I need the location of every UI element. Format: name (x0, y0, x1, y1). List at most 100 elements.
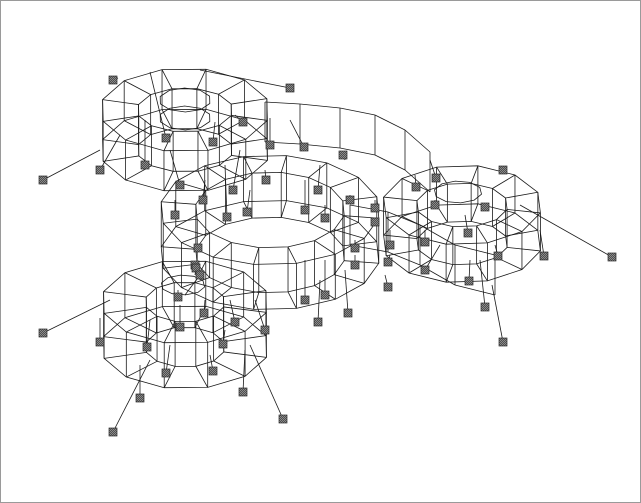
top-left-ring-spoke (219, 125, 246, 140)
right-ring-spoke (476, 225, 488, 244)
top-left-ring-spoke (161, 69, 173, 90)
support-node-icon (313, 317, 323, 327)
support-node-icon (208, 137, 218, 147)
support-node-icon (338, 150, 348, 160)
support-node-icon (228, 185, 238, 195)
support-node-icon (383, 282, 393, 292)
support-leg (317, 279, 321, 323)
bottom-left-ring-spoke (223, 335, 266, 342)
right-ring-spoke (505, 229, 538, 237)
bottom-left-ring-spoke (126, 360, 158, 378)
support-node-icon (278, 414, 288, 424)
center-ring-bottom-outer (160, 200, 380, 310)
support-node-icon (95, 165, 105, 175)
support-node-icon (161, 368, 171, 378)
right-ring-spoke (492, 174, 516, 189)
top-left-ring-core (159, 87, 211, 113)
right-ring-spoke (386, 249, 419, 257)
bottom-left-ring-bottom-outer (103, 305, 267, 389)
upper-bridge-bottom (374, 154, 406, 171)
upper-bridge-top (264, 101, 301, 105)
right-ring-spoke (383, 234, 417, 240)
center-ring-spoke (243, 156, 253, 174)
bottom-left-ring-spoke (103, 336, 147, 343)
bottom-left-ring-spoke (104, 352, 147, 359)
support-node-icon (343, 308, 353, 318)
bottom-left-ring-top-outer (103, 260, 267, 344)
lower-connector (454, 244, 496, 256)
support-node-icon (193, 243, 203, 253)
support-nodes (38, 75, 617, 437)
support-node-icon (350, 243, 360, 253)
support-node-icon (370, 217, 380, 227)
support-node-icon (411, 182, 421, 192)
support-node-icon (199, 308, 209, 318)
support-node-icon (170, 210, 180, 220)
support-node-icon (265, 140, 275, 150)
center-ring-spoke (342, 241, 377, 247)
support-node-icon (480, 202, 490, 212)
support-leg (169, 149, 181, 186)
center-ring-bottom-inner (195, 216, 345, 294)
bottom-left-ring-spoke (195, 321, 209, 343)
support-node-icon (464, 276, 474, 286)
support-node-icon (38, 175, 48, 185)
support-leg (254, 299, 266, 331)
center-ring-spoke (334, 229, 365, 239)
right-ring-spoke (445, 226, 454, 245)
right-ring-spoke (507, 246, 541, 252)
support-node-icon (108, 427, 118, 437)
right-ring-spoke (383, 196, 417, 202)
support-node-icon (607, 252, 617, 262)
support-node-icon (161, 133, 171, 143)
support-node-icon (261, 175, 271, 185)
center-ring-spoke (308, 162, 328, 178)
top-left-ring-spoke (197, 170, 209, 191)
support-leg (199, 69, 291, 89)
support-node-icon (420, 265, 430, 275)
support-leg (242, 349, 246, 393)
upper-bridge-top (374, 114, 406, 131)
top-left-ring-top-outer (102, 68, 268, 152)
top-left-ring-spoke (231, 115, 268, 121)
support-leg (42, 149, 101, 181)
support-leg (165, 344, 171, 374)
support-node-icon (539, 251, 549, 261)
support-leg (519, 204, 613, 258)
top-left-ring-bottom-inner (138, 128, 232, 172)
top-left-ring-spoke (219, 165, 246, 180)
support-node-icon (218, 339, 228, 349)
support-leg (112, 359, 151, 433)
upper-bridge-bottom (339, 147, 376, 156)
support-node-icon (238, 117, 248, 127)
lower-connector (387, 211, 421, 226)
center-ring-spoke (344, 260, 379, 264)
support-node-icon (95, 337, 105, 347)
bottom-left-ring-spoke (213, 360, 246, 377)
upper-bridge-top (404, 129, 431, 153)
support-node-icon (320, 290, 330, 300)
support-node-icon (300, 295, 310, 305)
right-ring-spoke (470, 203, 479, 222)
center-ring-spoke (253, 247, 260, 265)
right-ring-top-inner (416, 182, 508, 228)
support-node-icon (222, 212, 232, 222)
support-node-icon (493, 251, 503, 261)
lower-connector (454, 284, 496, 296)
bottom-left-ring-spoke (213, 315, 246, 332)
support-node-icon (498, 165, 508, 175)
top-left-ring-spoke (231, 98, 267, 105)
support-node-icon (345, 195, 355, 205)
bottom-left-ring-spoke (212, 271, 244, 289)
bottom-left-ring-spoke (126, 315, 158, 333)
center-ring-spoke (287, 291, 297, 309)
support-node-icon (260, 325, 270, 335)
bottom-left-ring-spoke (195, 366, 209, 388)
center-ring-spoke (163, 218, 198, 224)
bottom-left-ring-spoke (161, 261, 175, 283)
support-node-icon (383, 257, 393, 267)
support-leg (344, 269, 349, 314)
support-leg (232, 149, 241, 191)
